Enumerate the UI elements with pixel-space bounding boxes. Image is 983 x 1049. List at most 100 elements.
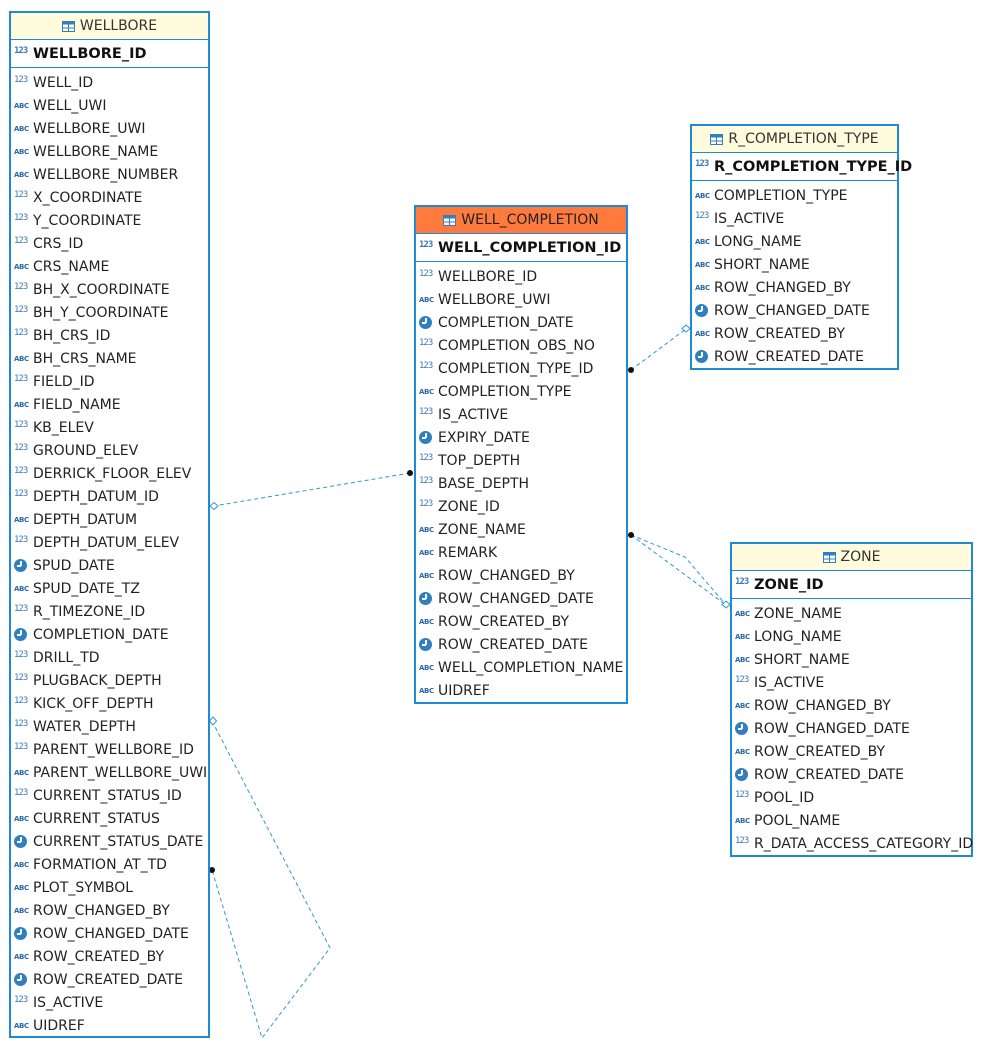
column-row[interactable]: EXPIRY_DATE: [416, 426, 626, 449]
entity-header[interactable]: ZONE: [732, 544, 971, 571]
primary-key-row[interactable]: 123 R_COMPLETION_TYPE_ID: [692, 153, 912, 181]
primary-key-row[interactable]: 123 WELL_COMPLETION_ID: [416, 234, 626, 262]
column-row[interactable]: ROW_CHANGED_DATE: [692, 299, 897, 322]
entity-title: WELLBORE: [79, 18, 158, 34]
primary-key-row[interactable]: 123 WELLBORE_ID: [11, 40, 208, 68]
column-row[interactable]: ROW_CREATED_DATE: [416, 633, 626, 656]
column-row[interactable]: ROW_CHANGED_DATE: [11, 922, 208, 945]
text-type-icon: ABC: [14, 170, 29, 179]
column-row[interactable]: ROW_CREATED_DATE: [732, 763, 971, 786]
column-row[interactable]: COMPLETION_DATE: [11, 623, 208, 646]
text-type-icon: ABC: [14, 124, 29, 133]
entity-well-completion[interactable]: WELL_COMPLETION 123 WELL_COMPLETION_ID 1…: [414, 205, 628, 704]
column-row[interactable]: CURRENT_STATUS_DATE: [11, 830, 208, 853]
entity-header[interactable]: R_COMPLETION_TYPE: [692, 126, 897, 153]
column-row[interactable]: ROW_CHANGED_DATE: [416, 587, 626, 610]
numeric-type-icon: 123: [419, 268, 433, 279]
column-row[interactable]: ROW_CREATED_DATE: [692, 345, 897, 368]
column-row[interactable]: ROW_CREATED_DATE: [11, 968, 208, 991]
column-row[interactable]: ROW_CHANGED_DATE: [732, 717, 971, 740]
table-icon: [822, 551, 836, 563]
column-row[interactable]: SPUD_DATE: [11, 554, 208, 577]
entity-r-completion-type[interactable]: R_COMPLETION_TYPE 123 R_COMPLETION_TYPE_…: [690, 124, 912, 370]
primary-key-row[interactable]: 123 ZONE_ID: [732, 571, 971, 599]
column-name: CURRENT_STATUS: [33, 810, 160, 827]
column-row[interactable]: COMPLETION_DATE: [416, 311, 626, 334]
entity-header[interactable]: WELLBORE: [11, 13, 208, 40]
entity-header[interactable]: WELL_COMPLETION: [416, 207, 626, 234]
column-name: ROW_CHANGED_DATE: [33, 925, 189, 942]
optional-marker-wellbore-self: [208, 716, 218, 726]
